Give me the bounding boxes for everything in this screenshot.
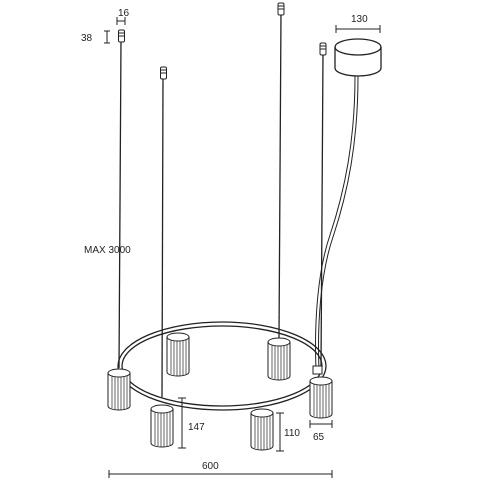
dim-spot-short [276, 412, 284, 452]
label-hook-height: 38 [81, 33, 93, 44]
gripper-center [277, 2, 285, 16]
label-ring-diameter: 600 [202, 461, 219, 472]
label-hook-width: 16 [118, 8, 130, 19]
gripper-mid-left [160, 66, 167, 80]
ring-frame [117, 321, 327, 411]
power-cord [315, 75, 359, 371]
dim-hook-width [116, 17, 126, 25]
cable-left [118, 39, 122, 369]
dimension-labels: 16 38 130 MAX 3000 147 110 65 600 [81, 8, 368, 472]
label-max-length: MAX 3000 [84, 245, 131, 256]
gripper-right [319, 42, 327, 56]
gripper-left [118, 29, 125, 43]
cable-grippers [118, 2, 327, 80]
spotlight-front-left [150, 404, 174, 448]
spotlight-left [107, 368, 131, 411]
spotlight-right [309, 376, 333, 419]
ceiling-canopy [334, 38, 382, 77]
spotlight-back-right [267, 337, 291, 381]
dim-hook-height [104, 30, 110, 44]
suspension-cables [118, 12, 324, 398]
spotlight-front-right [250, 408, 274, 451]
spotlights [107, 332, 333, 451]
dim-ring-diameter [108, 470, 333, 478]
cord-connector [312, 365, 323, 375]
dimension-lines [104, 17, 381, 478]
cable-mid-left [161, 76, 164, 398]
spotlight-back-left [166, 332, 190, 377]
label-spot-diameter: 65 [313, 432, 325, 443]
dim-spot-tall [178, 397, 186, 449]
cable-right [320, 52, 324, 369]
label-spot-height-short: 110 [284, 428, 300, 439]
label-canopy-diameter: 130 [351, 14, 368, 25]
dim-canopy [335, 25, 381, 33]
cable-center [278, 12, 282, 339]
dim-spot-diameter [309, 420, 333, 428]
label-spot-height-tall: 147 [188, 422, 205, 433]
